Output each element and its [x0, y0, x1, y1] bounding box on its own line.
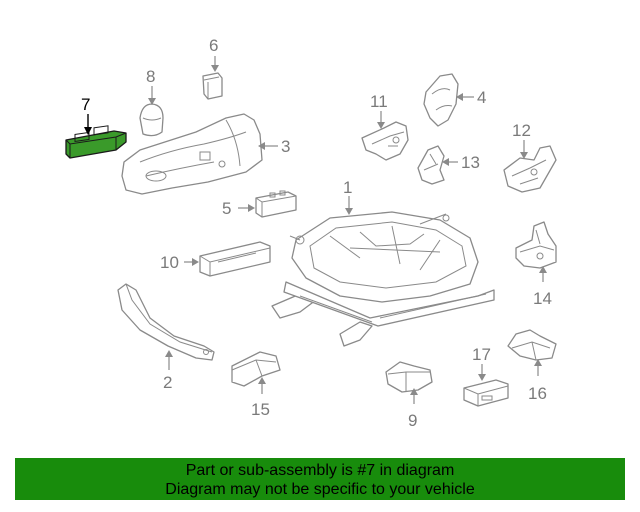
part-15-bracket[interactable] [231, 351, 281, 387]
leader-11-arrow [377, 122, 385, 129]
part-5-control-module[interactable] [255, 190, 297, 218]
callout-4[interactable]: 4 [477, 88, 486, 107]
callout-11[interactable]: 11 [370, 92, 388, 111]
leader-15-arrow [258, 377, 266, 384]
callout-12[interactable]: 12 [512, 121, 531, 140]
callout-10[interactable]: 10 [160, 253, 179, 272]
callout-13[interactable]: 13 [461, 153, 480, 172]
callout-8[interactable]: 8 [146, 67, 155, 86]
callout-16[interactable]: 16 [528, 384, 547, 403]
part-13-support-bracket[interactable] [417, 145, 445, 185]
leader-10-arrow [192, 258, 199, 266]
part-9-mount-bracket[interactable] [385, 361, 433, 393]
part-10-rail-cover[interactable] [199, 241, 271, 277]
callout-14[interactable]: 14 [533, 289, 552, 308]
callout-3[interactable]: 3 [281, 137, 290, 156]
callout-2[interactable]: 2 [163, 373, 172, 392]
notice-line-part: Part or sub-assembly is #7 in diagram [185, 462, 455, 479]
leader-6-arrow [211, 65, 219, 72]
leader-13-arrow [442, 158, 449, 166]
callout-1[interactable]: 1 [343, 178, 352, 197]
part-17-seat-module[interactable] [463, 379, 509, 407]
callout-17[interactable]: 17 [472, 345, 491, 364]
notice-banner: Part or sub-assembly is #7 in diagram Di… [15, 458, 625, 500]
leader-5-arrow [248, 204, 255, 212]
part-14-track-bracket[interactable] [515, 221, 557, 269]
part-8-knob[interactable] [139, 103, 164, 137]
callout-9[interactable]: 9 [408, 411, 417, 430]
notice-line-disclaimer: Diagram may not be specific to your vehi… [165, 481, 475, 498]
leader-8-arrow [148, 98, 156, 105]
leader-4-arrow [456, 93, 463, 101]
part-16-cover-bracket[interactable] [507, 329, 557, 361]
leader-17-arrow [478, 374, 486, 381]
leader-12-arrow [520, 152, 528, 159]
leader-7-arrow [84, 127, 92, 135]
callout-7[interactable]: 7 [81, 95, 90, 114]
leader-2-arrow [165, 350, 173, 357]
leader-9-arrow [410, 388, 418, 395]
leader-14-arrow [539, 266, 547, 273]
part-7-seat-switch[interactable] [65, 125, 127, 159]
part-3-side-shield[interactable] [121, 113, 263, 195]
part-6-lever-knob[interactable] [202, 72, 223, 100]
callout-15[interactable]: 15 [251, 400, 270, 419]
part-4-recliner-cover[interactable] [423, 73, 459, 127]
leader-1-arrow [345, 208, 353, 215]
part-12-recliner-bracket[interactable] [503, 145, 557, 193]
part-1-seat-track-frame[interactable] [271, 211, 495, 347]
leader-16-arrow [534, 359, 542, 366]
leader-3-arrow [258, 142, 265, 150]
callout-5[interactable]: 5 [222, 199, 231, 218]
callout-6[interactable]: 6 [209, 36, 218, 55]
part-11-hinge-bracket[interactable] [361, 121, 409, 161]
part-2-lower-cover[interactable] [117, 283, 215, 361]
